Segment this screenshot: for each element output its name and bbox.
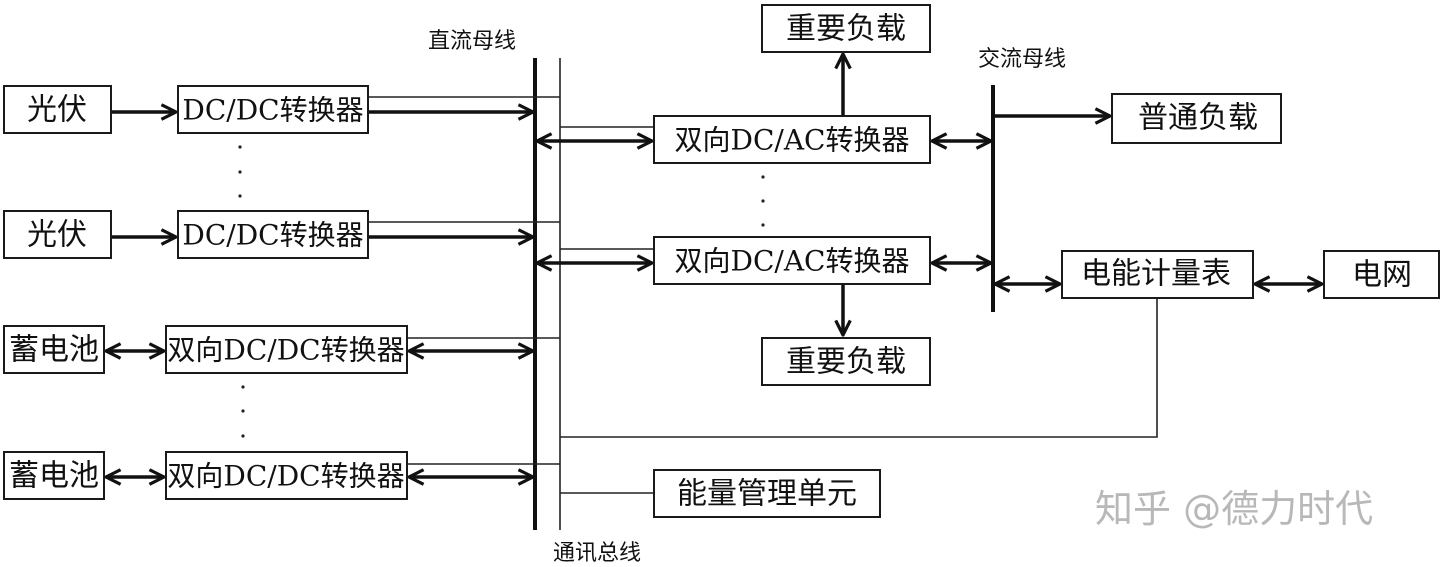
bidir-dcdc-2-label: 双向DC/DC转换器: [167, 460, 404, 493]
node-normal-load: 普通负载: [1111, 93, 1282, 144]
node-energy-meter: 电能计量表: [1061, 250, 1254, 299]
comm-bus-label: 通讯总线: [553, 541, 641, 566]
pv-1-label: 光伏: [27, 93, 87, 128]
node-critical-load-1: 重要负载: [761, 4, 931, 53]
dc-bus-label: 直流母线: [428, 29, 516, 54]
node-pv-1: 光伏: [3, 85, 112, 134]
node-critical-load-2: 重要负载: [761, 337, 931, 386]
pv-2-label: 光伏: [27, 218, 87, 253]
battery-1-label: 蓄电池: [9, 333, 99, 368]
ellipsis-pv: [238, 145, 242, 198]
ellipsis-dcac: [761, 175, 765, 227]
comm-link-meter: [560, 298, 1158, 438]
node-battery-1: 蓄电池: [3, 325, 105, 374]
bidir-dcac-1-label: 双向DC/AC转换器: [675, 124, 910, 157]
ellipsis-battery: [241, 385, 245, 438]
bidir-dcac-2-label: 双向DC/AC转换器: [675, 245, 910, 278]
node-ems: 能量管理单元: [653, 469, 881, 518]
dcdc-2-label: DC/DC转换器: [182, 219, 363, 252]
node-bidir-dcdc-1: 双向DC/DC转换器: [165, 325, 408, 374]
node-dcdc-1: DC/DC转换器: [177, 85, 369, 134]
battery-2-label: 蓄电池: [9, 459, 99, 494]
node-battery-2: 蓄电池: [3, 451, 105, 500]
grid-label: 电网: [1352, 258, 1412, 293]
critical-load-1-label: 重要负载: [786, 12, 906, 47]
ems-label: 能量管理单元: [677, 477, 857, 512]
normal-load-label: 普通负载: [1138, 101, 1258, 136]
ac-bus-label: 交流母线: [978, 47, 1066, 72]
bidir-dcdc-1-label: 双向DC/DC转换器: [167, 334, 404, 367]
node-grid: 电网: [1323, 250, 1440, 299]
node-bidir-dcac-1: 双向DC/AC转换器: [653, 115, 931, 164]
node-bidir-dcac-2: 双向DC/AC转换器: [653, 236, 931, 285]
critical-load-2-label: 重要负载: [786, 345, 906, 380]
node-dcdc-2: DC/DC转换器: [177, 210, 369, 259]
node-bidir-dcdc-2: 双向DC/DC转换器: [165, 451, 408, 500]
node-pv-2: 光伏: [3, 210, 112, 259]
energy-meter-label: 电能计量表: [1081, 257, 1231, 292]
dcdc-1-label: DC/DC转换器: [182, 94, 363, 127]
watermark: 知乎 @德力时代: [1095, 487, 1373, 531]
